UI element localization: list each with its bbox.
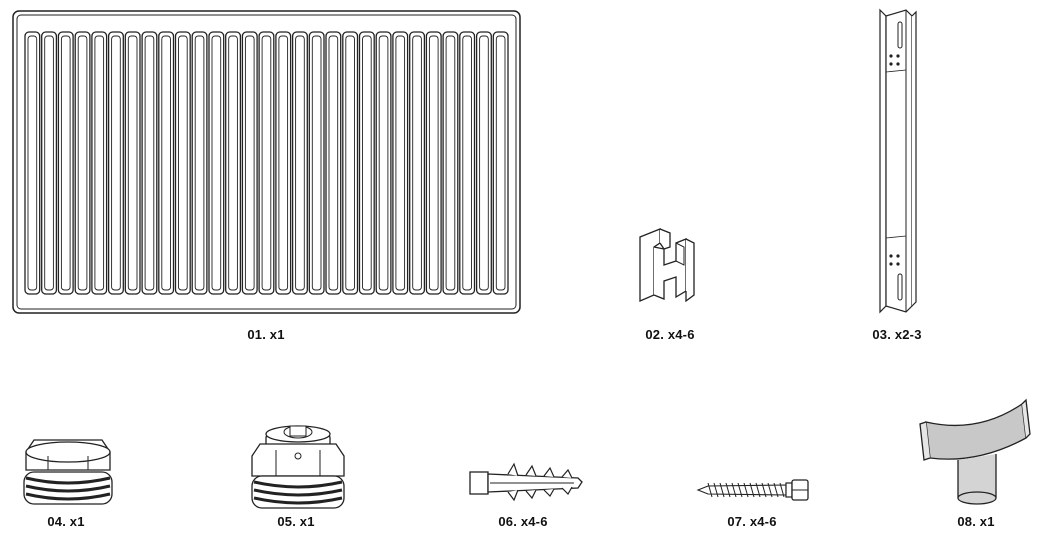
- radiator-fin-inner: [428, 35, 439, 291]
- radiator-panel-illustration: [12, 10, 524, 316]
- radiator-fin-inner: [311, 35, 322, 291]
- part-label-08: 08. x1: [957, 514, 995, 529]
- wall-bracket-illustration: [872, 6, 922, 318]
- radiator-fin-inner: [261, 35, 272, 291]
- screw-illustration: [696, 478, 812, 502]
- part-label-07: 07. x4-6: [727, 514, 777, 529]
- spacer-clip-illustration: [636, 225, 698, 305]
- screw-thread: [761, 482, 767, 498]
- bleed-key-illustration: [918, 398, 1031, 508]
- screw-thread: [719, 482, 725, 498]
- radiator-fin-inner: [178, 35, 188, 291]
- part-label-03: 03. x2-3: [872, 327, 922, 342]
- radiator-fin-inner: [445, 35, 456, 291]
- screw-thread: [737, 482, 743, 498]
- radiator-fin-inner: [378, 35, 389, 291]
- screw-thread: [755, 482, 761, 498]
- radiator-fin-inner: [495, 35, 506, 291]
- radiator-fin-inner: [127, 35, 138, 291]
- wall-plug-illustration: [468, 462, 584, 502]
- part-label-02: 02. x4-6: [645, 327, 695, 342]
- screw-thread: [731, 482, 737, 498]
- radiator-fin-inner: [295, 35, 305, 291]
- radiator-fin-inner: [94, 35, 105, 291]
- part-label-05: 05. x1: [277, 514, 315, 529]
- radiator-fin-inner: [462, 35, 472, 291]
- radiator-fin-inner: [44, 35, 54, 291]
- radiator-fin-inner: [211, 35, 222, 291]
- radiator-fin-inner: [194, 35, 205, 291]
- part-label-01: 01. x1: [247, 327, 285, 342]
- screw-thread: [749, 482, 755, 498]
- radiator-fin-inner: [345, 35, 355, 291]
- radiator-fin-inner: [77, 35, 88, 291]
- radiator-fin-inner: [228, 35, 238, 291]
- radiator-fin-inner: [60, 35, 71, 291]
- part-label-04: 04. x1: [47, 514, 85, 529]
- radiator-fin-inner: [144, 35, 155, 291]
- screw-thread: [725, 482, 731, 498]
- screw-thread: [767, 482, 773, 498]
- radiator-fin-inner: [244, 35, 255, 291]
- blanking-plug-illustration: [20, 434, 116, 514]
- part-label-06: 06. x4-6: [498, 514, 548, 529]
- radiator-fin-inner: [479, 35, 489, 291]
- radiator-fin-inner: [328, 35, 339, 291]
- radiator-fin-inner: [395, 35, 406, 291]
- air-vent-plug-illustration: [248, 420, 348, 514]
- screw-thread: [773, 482, 779, 498]
- screw-thread: [743, 482, 749, 498]
- screw-thread: [707, 482, 713, 498]
- radiator-fin-inner: [278, 35, 289, 291]
- screw-thread: [713, 482, 719, 498]
- radiator-fin-inner: [412, 35, 422, 291]
- radiator-fin-inner: [161, 35, 171, 291]
- radiator-fin-inner: [111, 35, 121, 291]
- radiator-fin-inner: [362, 35, 372, 291]
- screw-thread: [779, 482, 785, 498]
- radiator-fin-inner: [27, 35, 38, 291]
